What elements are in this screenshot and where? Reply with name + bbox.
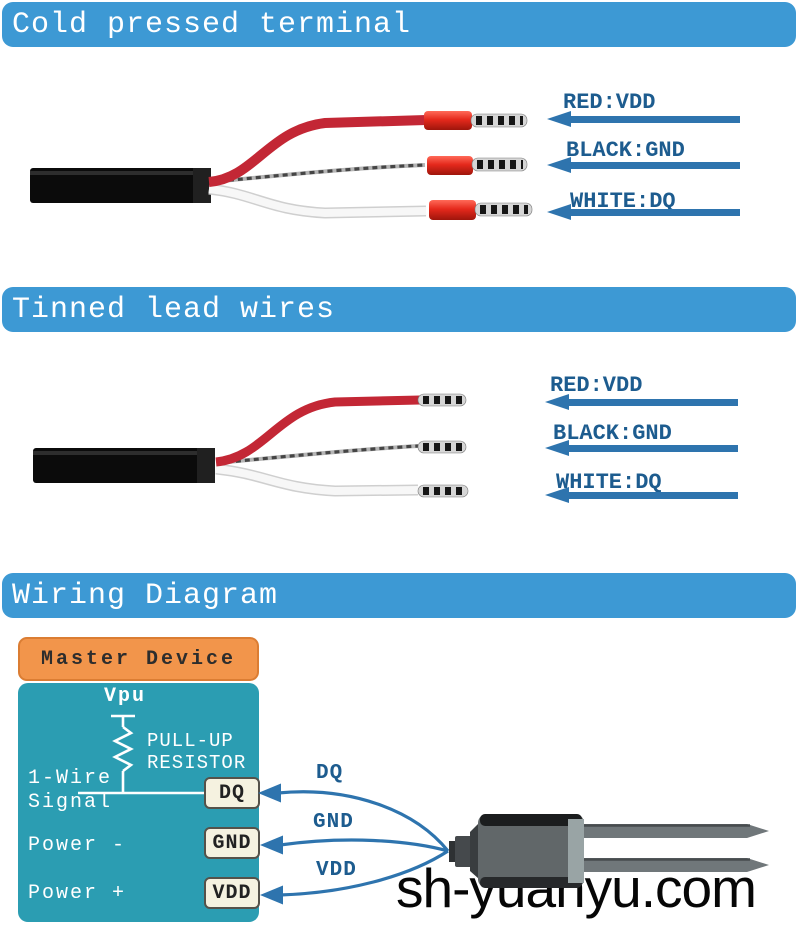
watermark-text: sh-yuanyu.com: [396, 857, 757, 919]
left-arrow-icon: [545, 487, 738, 504]
tinned-lead-cable-illustration: [33, 393, 469, 498]
cable-sheath: [30, 168, 211, 203]
banner-wiring-label: Wiring Diagram: [12, 578, 279, 613]
power-plus-label: Power +: [28, 882, 127, 905]
power-minus-label: Power -: [28, 834, 127, 857]
label-red-vdd: RED:VDD: [563, 90, 656, 115]
pin-vdd: VDD: [204, 877, 260, 909]
label-red-vdd: RED:VDD: [550, 373, 643, 398]
connection-arrowheads: [258, 783, 283, 905]
red-ferrule-terminals: [424, 111, 476, 220]
black-tinned-wire: [217, 444, 419, 465]
red-wire: [208, 115, 427, 187]
master-device-box: Master Device: [18, 637, 259, 681]
label-black-gnd: BLACK:GND: [566, 138, 685, 163]
label-white-dq: WHITE:DQ: [556, 470, 662, 495]
cold-pressed-cable-illustration: [30, 111, 533, 220]
banner-cold-pressed-terminal: Cold pressed terminal: [2, 2, 796, 47]
left-arrow-icon: [547, 111, 740, 128]
banner-tinned-label: Tinned lead wires: [12, 292, 336, 327]
banner-cold-pressed-label: Cold pressed terminal: [12, 7, 412, 42]
cable-sheath: [33, 448, 215, 483]
left-arrow-icon: [545, 440, 738, 457]
wire-label-dq: DQ: [316, 762, 344, 785]
red-wire: [215, 395, 421, 467]
vpu-label: Vpu: [104, 685, 147, 708]
white-wire: [208, 183, 427, 219]
wire-label-gnd: GND: [313, 811, 354, 834]
pin-dq: DQ: [204, 777, 260, 809]
tinned-wire-tips: [470, 113, 533, 217]
left-arrow-icon: [547, 157, 740, 174]
wire-label-vdd: VDD: [316, 859, 357, 882]
left-arrow-icon: [547, 204, 740, 221]
banner-wiring-diagram: Wiring Diagram: [2, 573, 796, 618]
master-device-label: Master Device: [40, 647, 237, 671]
left-arrow-icon: [545, 394, 738, 411]
white-wire: [215, 463, 419, 497]
banner-tinned-lead-wires: Tinned lead wires: [2, 287, 796, 332]
label-black-gnd: BLACK:GND: [553, 421, 672, 446]
tinned-wire-tips: [417, 393, 469, 498]
pin-gnd: GND: [204, 827, 260, 859]
